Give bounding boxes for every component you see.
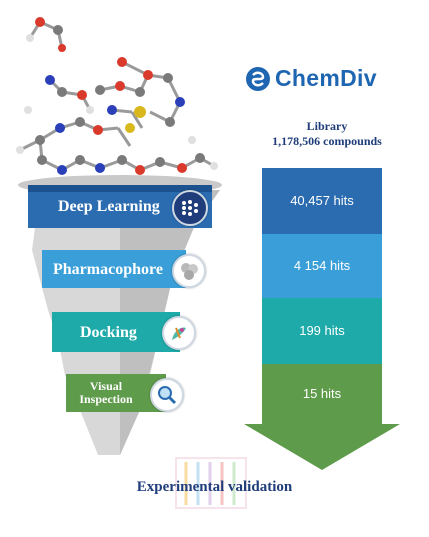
hits-label-deep-learning: 40,457 hits	[290, 193, 354, 208]
stage-label-visual: Visual	[89, 379, 123, 393]
pharmacophore-spheres-icon	[172, 254, 206, 288]
hits-label-docking: 199 hits	[299, 323, 345, 338]
stage-label-deep-learning: Deep Learning	[58, 198, 160, 215]
library-label: Library	[306, 119, 348, 133]
docking-pocket-icon	[162, 316, 196, 350]
hits-arrow	[244, 168, 400, 470]
stage-label-inspection: Inspection	[79, 392, 133, 406]
stage-band-visual-inspection	[66, 374, 166, 412]
chemdiv-logo-text: ChemDiv	[275, 65, 377, 91]
chemdiv-logo: ChemDiv	[245, 65, 377, 92]
library-title: Library 1,178,506 compounds	[262, 119, 392, 149]
test-tubes-icon	[175, 457, 247, 509]
stage-band-pharmacophore	[42, 250, 186, 288]
experimental-validation-label: Experimental validation	[136, 479, 293, 495]
hits-label-pharmacophore: 4 154 hits	[293, 258, 351, 273]
stage-label-docking: Docking	[80, 324, 137, 341]
magnifier-icon	[150, 378, 184, 412]
stage-band-deep-learning	[28, 185, 212, 228]
stage-band-docking	[52, 312, 180, 352]
neural-network-icon	[172, 190, 208, 226]
chemdiv-logo-mark-icon	[246, 66, 270, 91]
stage-label-pharmacophore: Pharmacophore	[53, 261, 163, 278]
stage-label-visual-inspection: Visual Inspection	[76, 380, 136, 406]
library-compound-count: 1,178,506 compounds	[272, 134, 382, 148]
hits-label-visual-inspection: 15 hits	[302, 386, 342, 401]
molecule-3d-icon	[16, 17, 218, 175]
